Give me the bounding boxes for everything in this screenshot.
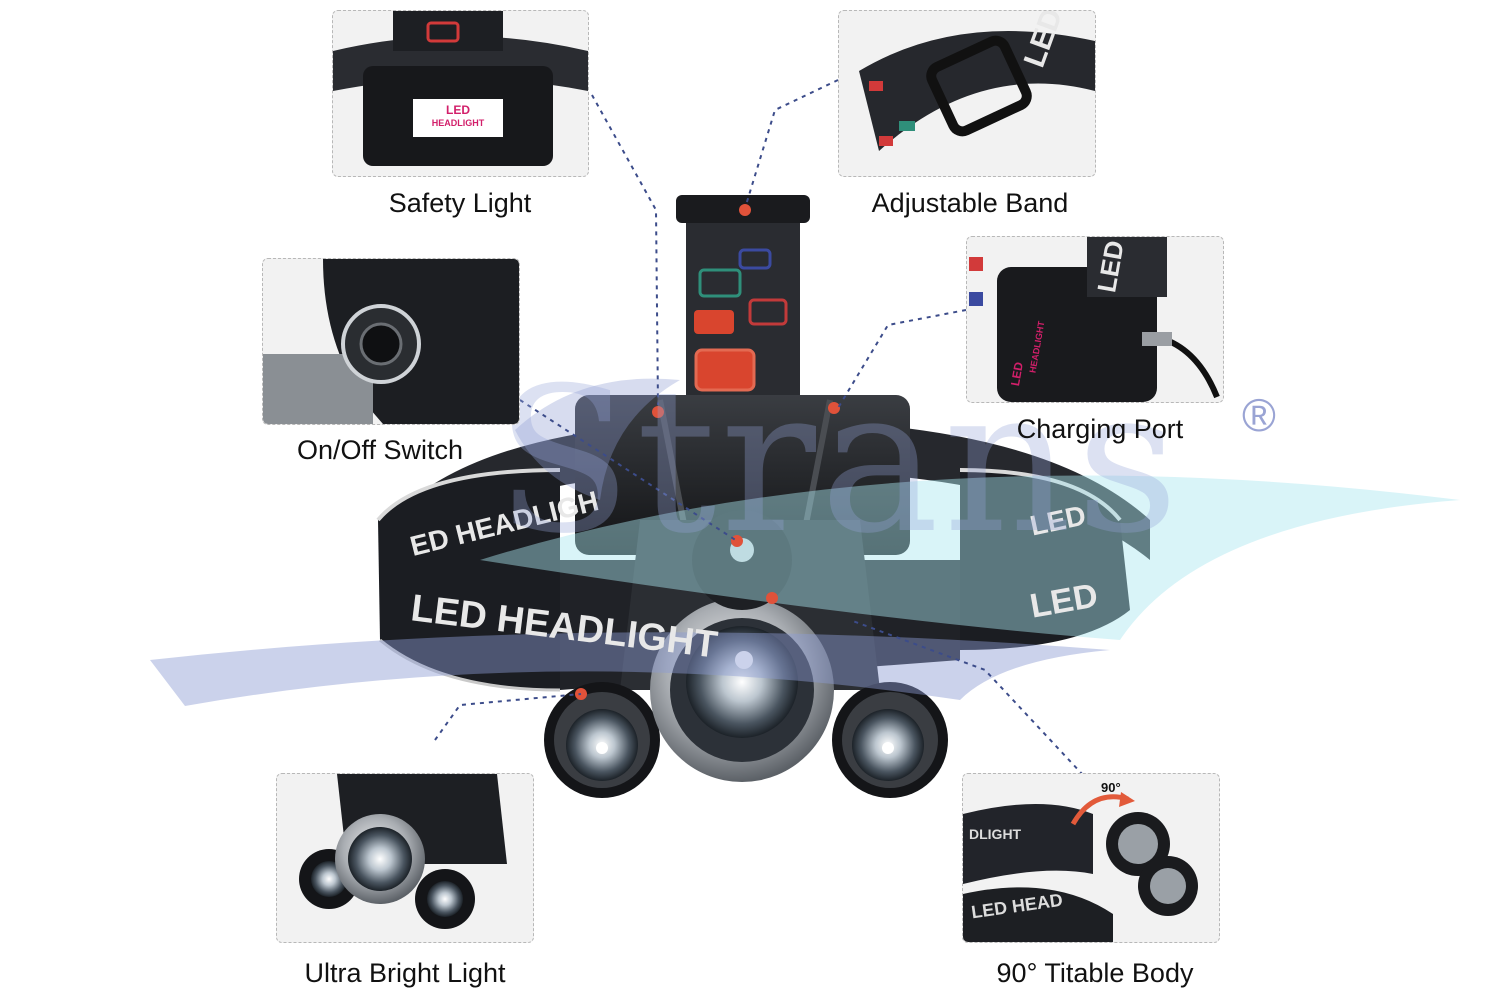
adjustable-band-photo: LED xyxy=(838,10,1096,177)
caption-adjustable-band: Adjustable Band xyxy=(871,188,1069,218)
ultra-bright-light-photo xyxy=(276,773,534,943)
caption-titable-body: 90° Titable Body xyxy=(996,958,1194,988)
caption-safety-light: Safety Light xyxy=(388,188,532,218)
on-off-switch-photo xyxy=(262,258,520,425)
caption-ultra-bright-light: Ultra Bright Light xyxy=(304,958,506,988)
center-lamp xyxy=(650,510,834,782)
safety-light-label-top: LED xyxy=(446,103,470,117)
right-lamp xyxy=(832,682,948,798)
registered-mark: ® xyxy=(1242,389,1276,441)
titable-band-print-a: DLIGHT xyxy=(969,826,1022,842)
headband xyxy=(378,470,560,690)
tilt-angle-label: 90° xyxy=(1101,780,1121,795)
caption-charging-port: Charging Port xyxy=(1016,414,1184,444)
caption-on-off-switch: On/Off Switch xyxy=(296,435,464,465)
charging-port-photo: LED HEADLIGHT LED xyxy=(966,236,1224,403)
left-lamp xyxy=(544,682,660,798)
watermark-swoosh-blue xyxy=(150,632,1110,706)
watermark-swoosh-cyan xyxy=(480,475,1460,640)
safety-light-label-bottom: HEADLIGHT xyxy=(431,118,485,128)
titable-body-photo: 90° DLIGHT LED HEAD xyxy=(962,773,1220,943)
safety-light-photo: LED HEADLIGHT xyxy=(332,10,589,177)
